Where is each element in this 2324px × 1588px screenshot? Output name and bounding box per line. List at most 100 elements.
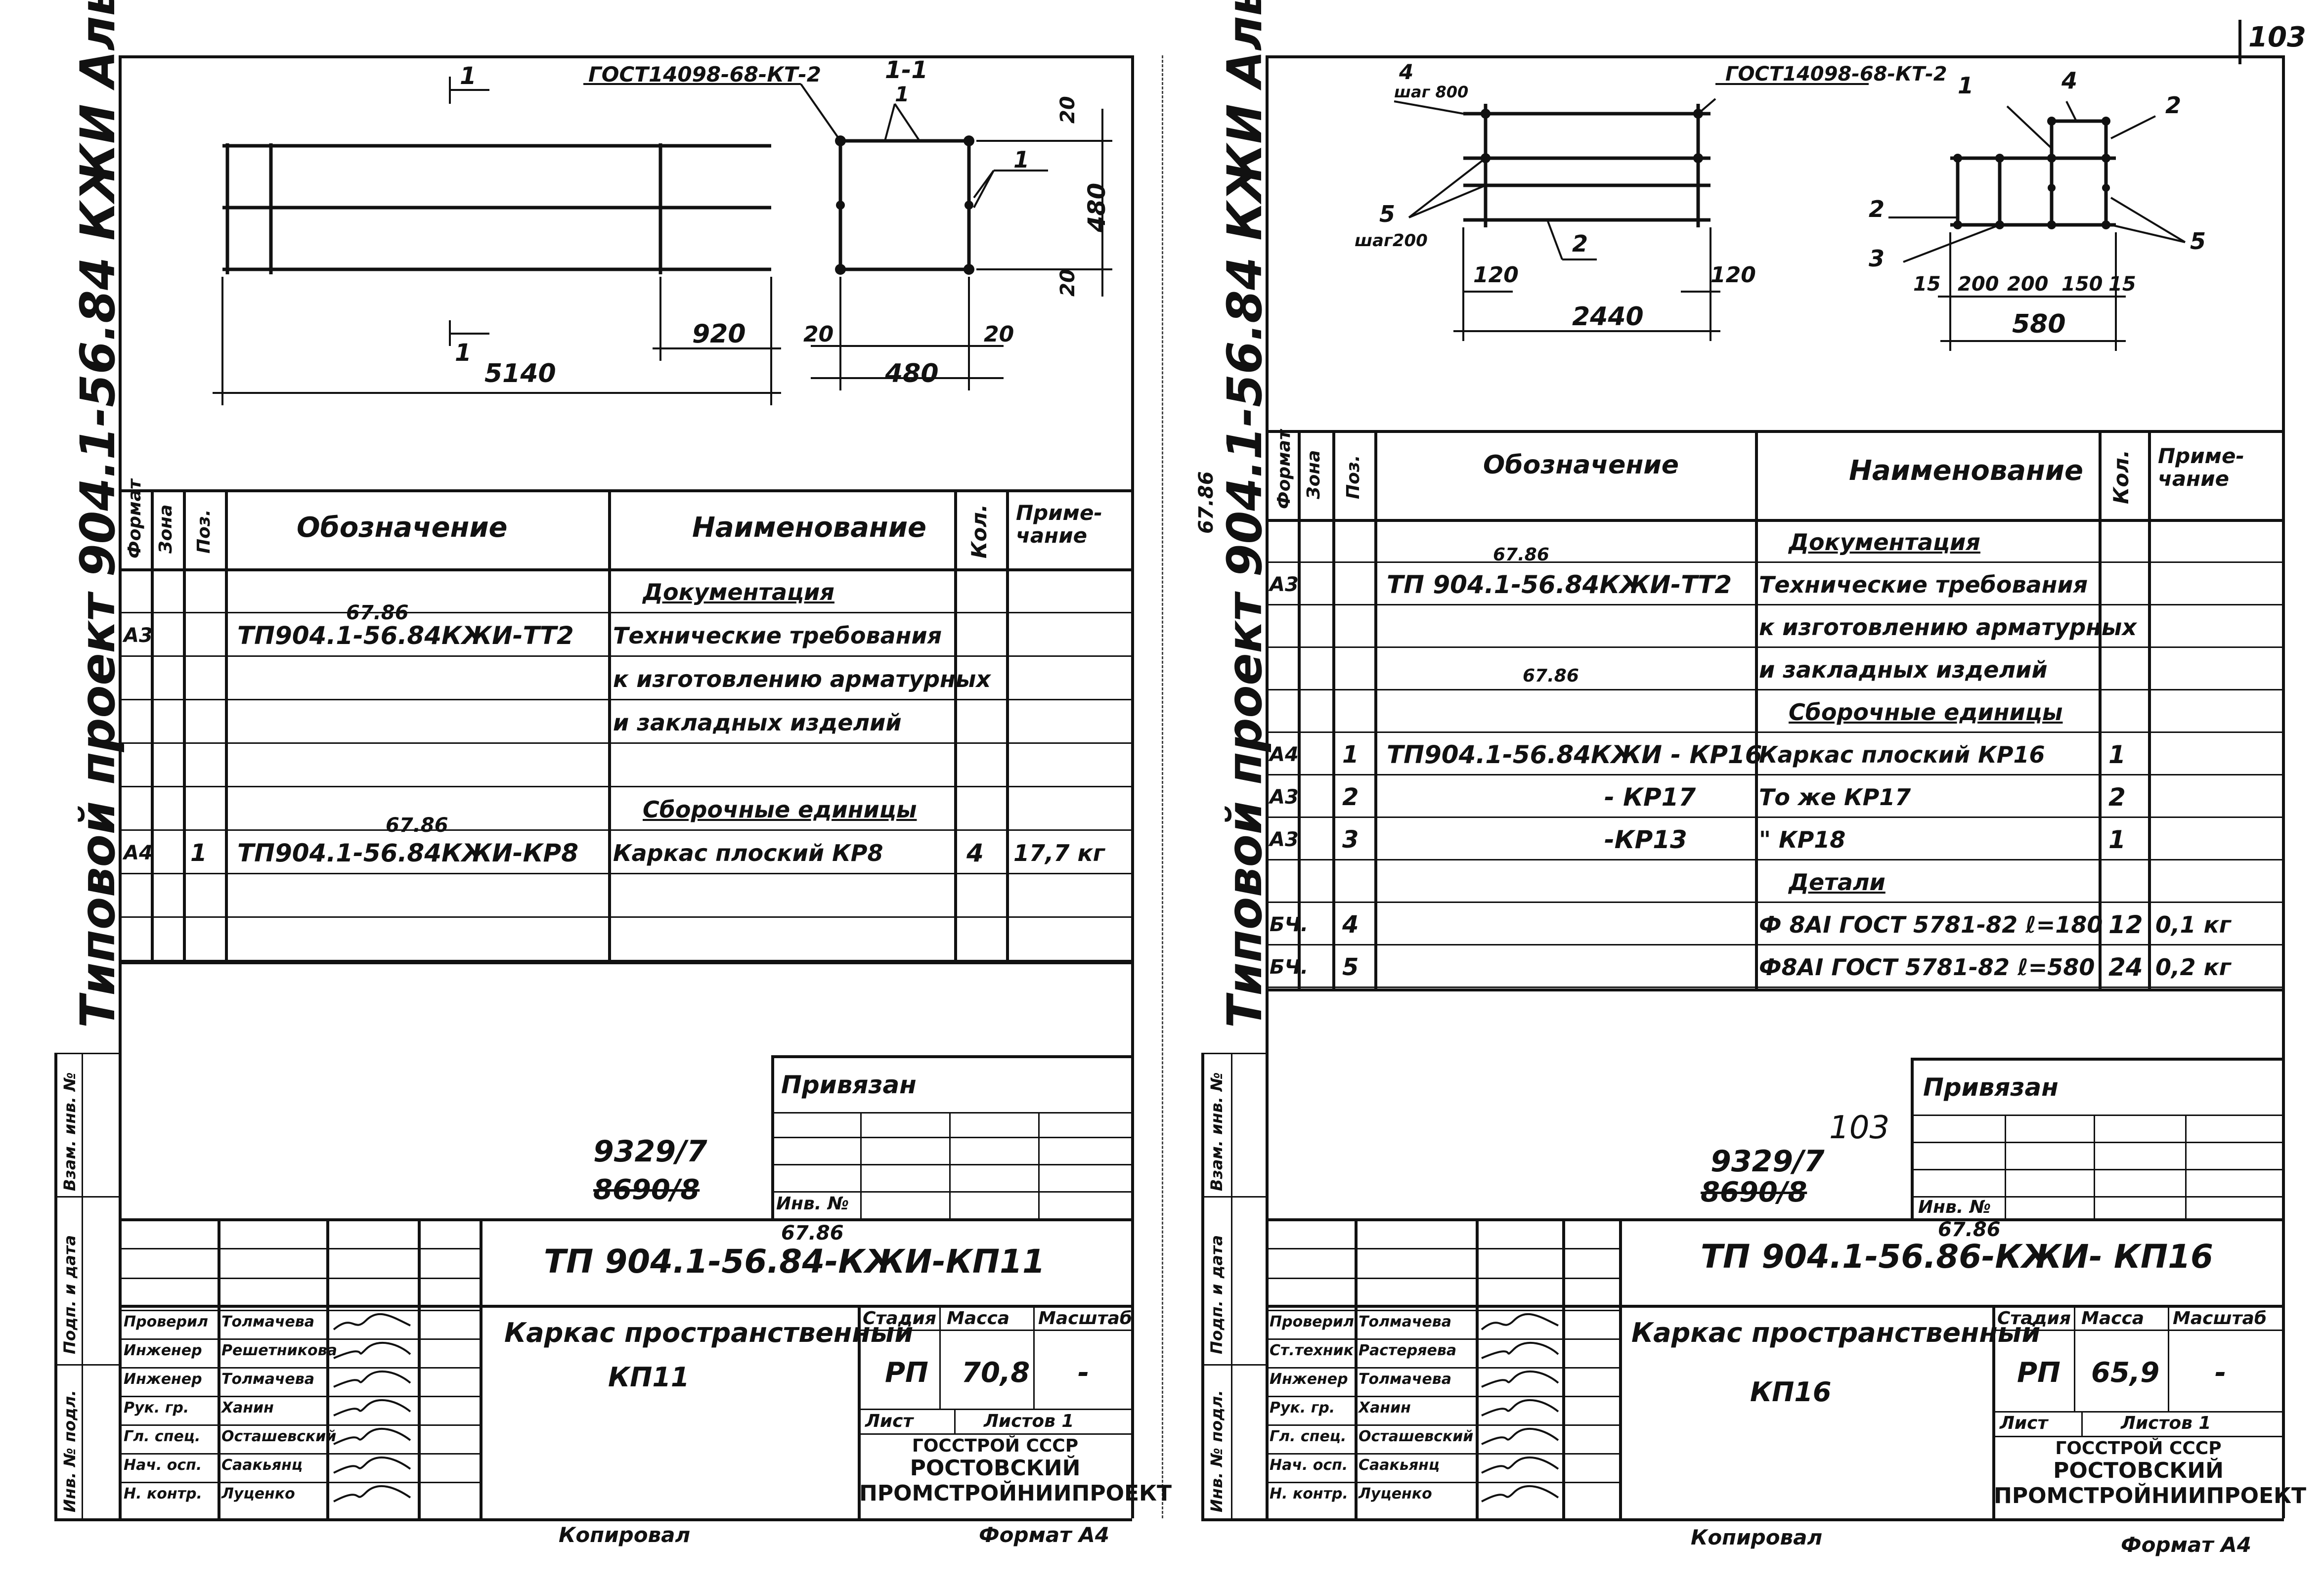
right-dim-end-a: 120 bbox=[1473, 262, 1519, 288]
right-frame-bottom bbox=[1201, 1518, 2284, 1521]
spec-cell-designation: - КР17 bbox=[1604, 783, 1696, 812]
spec-cell-format: А3 bbox=[1270, 786, 1299, 809]
right-correction-2: 67.86 bbox=[1523, 666, 1579, 686]
signature-mark bbox=[333, 1427, 411, 1445]
staff-name: Толмачева bbox=[221, 1313, 314, 1330]
right-dim-s2: 200 bbox=[1958, 273, 1999, 296]
right-dim-length: 2440 bbox=[1572, 302, 1644, 332]
signature-mark bbox=[333, 1341, 411, 1359]
staff-name: Осташевский bbox=[221, 1428, 337, 1445]
right-label-5a: 5 bbox=[1379, 201, 1396, 227]
spec-cell-name: Технические требования bbox=[1759, 571, 2088, 598]
right-label-5b: 5 bbox=[2190, 228, 2206, 255]
spec-cell-designation: -КР13 bbox=[1604, 825, 1687, 854]
staff-row-line bbox=[119, 1453, 480, 1455]
left-scale: - bbox=[1078, 1357, 1090, 1389]
spec-row-line bbox=[119, 960, 1132, 961]
left-mass-h: Масса bbox=[947, 1308, 1010, 1329]
left-title: Каркас пространственный bbox=[504, 1317, 914, 1348]
signature-mark bbox=[1481, 1485, 1559, 1502]
staff-row-line bbox=[119, 1424, 480, 1426]
gost-label-left: ГОСТ14098-68-КТ-2 bbox=[588, 62, 822, 86]
staff-name: Луценко bbox=[1359, 1485, 1432, 1502]
spec-cell-name: Сборочные единицы bbox=[643, 796, 917, 823]
right-step-a: шаг 800 bbox=[1394, 83, 1469, 101]
staff-name: Луценко bbox=[221, 1485, 295, 1502]
spec-cell-name: и закладных изделий bbox=[613, 709, 902, 736]
right-dim-s4: 150 bbox=[2061, 273, 2103, 296]
spec-cell-format: А3 bbox=[1270, 573, 1299, 596]
right-label-2c: 2 bbox=[1869, 196, 1885, 222]
spec-row-line bbox=[1266, 731, 2284, 733]
right-correction-1: 67.86 bbox=[1493, 545, 1549, 565]
spec-row-line bbox=[1266, 944, 2284, 945]
staff-role: Н. контр. bbox=[124, 1485, 202, 1502]
right-h-format: Формат bbox=[1274, 429, 1294, 509]
left-frame-top bbox=[119, 55, 1132, 58]
spec-row-line bbox=[1266, 689, 2284, 690]
spec-cell-name: к изготовлению арматурных bbox=[1759, 614, 2137, 641]
right-stage: РП bbox=[2017, 1357, 2061, 1389]
right-dim-end-b: 120 bbox=[1710, 262, 1756, 288]
left-privyazan: Привязан bbox=[781, 1071, 917, 1099]
spec-cell-pos: 2 bbox=[1342, 783, 1359, 811]
left-h-designation: Обозначение bbox=[297, 512, 508, 544]
staff-name: Толмачева bbox=[221, 1371, 314, 1388]
dim-end: 920 bbox=[692, 319, 746, 349]
left-frame-right bbox=[1131, 55, 1134, 1518]
spec-row-line bbox=[1266, 604, 2284, 605]
left-copied: Копировал bbox=[559, 1523, 691, 1547]
spec-cell-format: А3 bbox=[1270, 828, 1299, 851]
spec-row-line bbox=[119, 655, 1132, 657]
right-correction-3: 67.86 bbox=[1938, 1218, 2001, 1241]
staff-name: Осташевский bbox=[1359, 1428, 1474, 1445]
staff-name: Ханин bbox=[1359, 1399, 1411, 1416]
staff-role: Проверил bbox=[124, 1313, 208, 1330]
spec-cell-name: к изготовлению арматурных bbox=[613, 666, 991, 692]
page-number: 103 bbox=[2248, 21, 2306, 53]
spec-row-line bbox=[119, 829, 1132, 831]
spec-row-line bbox=[119, 612, 1132, 613]
signature-mark bbox=[1481, 1370, 1559, 1388]
right-h-note: Приме-чание bbox=[2158, 444, 2244, 491]
staff-role: Нач. осп. bbox=[124, 1457, 202, 1474]
left-inv-no: Инв. № bbox=[776, 1194, 849, 1214]
right-label-4a: 4 bbox=[1399, 60, 1414, 84]
staff-name: Решетникова bbox=[221, 1342, 337, 1359]
staff-role: Гл. спец. bbox=[1270, 1428, 1347, 1445]
spec-cell-name: Сборочные единицы bbox=[1789, 699, 2063, 726]
signature-mark bbox=[1481, 1456, 1559, 1474]
staff-row-line bbox=[1266, 1482, 1622, 1483]
dim-cover-a: 20 bbox=[803, 322, 834, 347]
staff-role: Рук. гр. bbox=[1270, 1399, 1335, 1416]
spec-cell-note: 17,7 кг bbox=[1013, 840, 1105, 866]
right-title: Каркас пространственный bbox=[1631, 1317, 2041, 1348]
staff-role: Рук. гр. bbox=[124, 1399, 189, 1416]
spec-cell-name: Ф 8АI ГОСТ 5781-82 ℓ=180 bbox=[1759, 911, 2103, 938]
spec-cell-name: То же КР17 bbox=[1759, 784, 1911, 811]
left-mass: 70,8 bbox=[962, 1357, 1030, 1389]
staff-role: Инженер bbox=[124, 1342, 202, 1359]
signature-mark bbox=[1481, 1399, 1559, 1416]
spec-cell-format: А3 bbox=[124, 624, 153, 647]
right-label-3: 3 bbox=[1869, 245, 1885, 272]
left-format: Формат А4 bbox=[979, 1523, 1109, 1547]
right-doc-code: ТП 904.1-56.86-КЖИ- КП16 bbox=[1701, 1238, 2213, 1276]
right-h-designation: Обозначение bbox=[1483, 450, 1679, 480]
spec-cell-format: А4 bbox=[1270, 743, 1299, 766]
spec-cell-name: " КР18 bbox=[1759, 826, 1846, 853]
right-scale: - bbox=[2215, 1357, 2227, 1389]
spec-cell-name: Детали bbox=[1789, 869, 1886, 896]
right-sheet: Лист bbox=[2000, 1413, 2048, 1433]
right-dim-s3: 200 bbox=[2007, 273, 2049, 296]
cut-mark-bottom: 1 bbox=[455, 339, 472, 367]
spec-cell-pos: 5 bbox=[1342, 953, 1359, 981]
left-correction-1: 67.86 bbox=[346, 601, 409, 624]
spec-cell-pos: 4 bbox=[1342, 911, 1359, 939]
section-pos-label: 1 bbox=[895, 82, 910, 106]
spec-cell-name: Ф8АI ГОСТ 5781-82 ℓ=580 bbox=[1759, 954, 2095, 981]
spec-cell-pos: 3 bbox=[1342, 826, 1359, 854]
spec-row-line bbox=[1266, 561, 2284, 563]
